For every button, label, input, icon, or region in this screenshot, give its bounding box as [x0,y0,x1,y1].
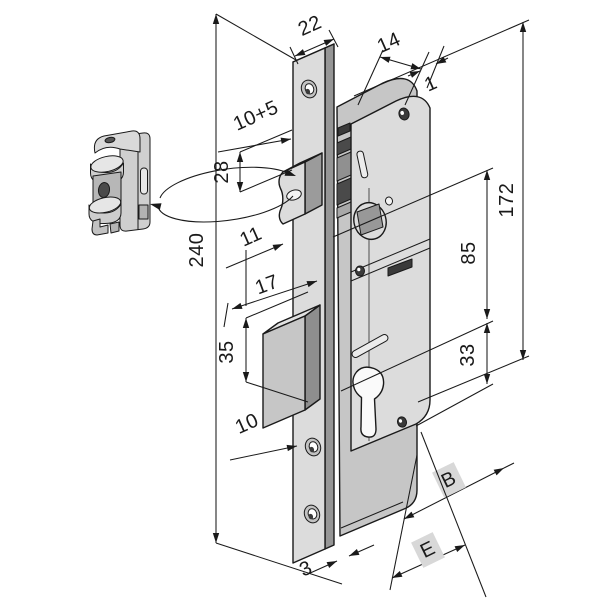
faceplate-screw-hole-bottom [303,504,321,524]
side-tab [387,258,413,277]
rotation-arrowhead-left [150,203,162,210]
dimension-label-172: 172 [496,183,518,218]
dimension-85: 85 [332,167,494,392]
dimension-label-3: 3 [296,557,316,582]
reversibility-arrows [150,166,296,223]
dimension-label-85: 85 [458,241,480,264]
dimension-B: B [389,454,515,591]
deadbolt [262,304,321,429]
dimension-label-17: 17 [252,271,281,300]
dimension-label-240: 240 [186,233,208,268]
dimension-aux [435,56,449,65]
dimension-3: 3 [296,557,338,582]
dimension-33: 33 [415,323,494,427]
faceplate [292,43,335,564]
dimension-11: 11 [225,223,284,269]
dimension-label-22: 22 [295,11,325,41]
roller-keeper [88,130,151,236]
rotation-arrowhead-right [284,169,296,176]
dimension-aux [348,544,375,557]
lock-case-cover-plate [350,95,431,452]
dimension-label-1: 1 [421,72,441,97]
adjustment-slot [356,150,369,179]
dimension-E: E [391,431,487,598]
case-screw-bottom [396,416,408,428]
dimension-28: 28 [211,129,293,193]
dimension-35: 35 [216,291,309,403]
dimension-label-14: 14 [374,28,404,58]
dimension-label-10: 10 [232,409,262,439]
dimension-label-33: 33 [457,343,479,366]
dimension-label-10+5: 10+5 [230,96,282,135]
dimension-240: 240 [186,13,343,585]
faceplate-screw-hole-mid [304,437,322,457]
euro-cylinder-cutout [352,366,385,438]
rivet [355,265,365,277]
latch-oval-hole [286,189,302,201]
dimension-label-35: 35 [216,340,238,363]
small-hole [384,196,394,206]
faceplate-screw-hole-top [300,79,318,99]
spring-slot [351,334,389,358]
dimension-label-11: 11 [237,223,266,252]
latch-bolt [278,152,323,225]
dimension-label-28: 28 [211,160,233,183]
case-fixing-tab [337,122,351,137]
case-screw-top [398,107,410,121]
dimension-172: 172 [353,19,530,403]
dimension-10+5: 10+5 [217,96,292,153]
